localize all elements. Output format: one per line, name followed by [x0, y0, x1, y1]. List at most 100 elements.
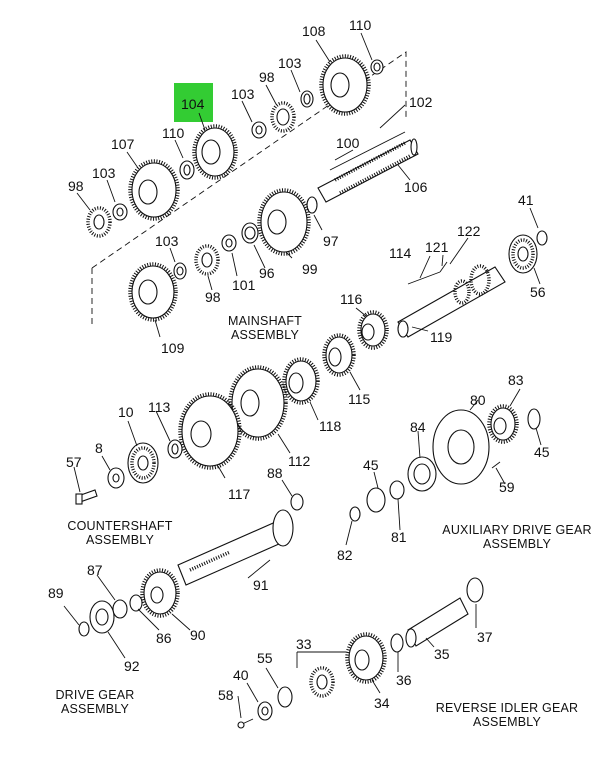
gear-90	[140, 568, 180, 618]
countershaft-119	[397, 264, 506, 338]
ring-41	[536, 230, 548, 246]
washer-110-b	[179, 160, 195, 180]
callout-117[interactable]: 117	[228, 486, 251, 502]
callout-110[interactable]: 110	[349, 17, 372, 33]
callout-55[interactable]: 55	[257, 650, 273, 666]
highlighted-part-box[interactable]	[174, 83, 213, 122]
callout-104[interactable]: 104	[181, 96, 205, 112]
callout-8[interactable]: 8	[95, 440, 103, 456]
callout-92[interactable]: 92	[124, 658, 140, 674]
gear-115	[322, 333, 356, 377]
callout-90[interactable]: 90	[190, 627, 206, 643]
callout-108[interactable]: 108	[302, 23, 326, 39]
housing-80	[432, 409, 490, 485]
callout-112[interactable]: 112	[288, 453, 311, 469]
callout-103[interactable]: 103	[92, 165, 116, 181]
callout-110[interactable]: 110	[162, 125, 185, 141]
callout-33[interactable]: 33	[296, 636, 312, 652]
callout-82[interactable]: 82	[337, 547, 353, 563]
callout-116[interactable]: 116	[340, 291, 363, 307]
ring-86	[129, 594, 143, 612]
bolt-58	[237, 718, 254, 729]
callout-87[interactable]: 87	[87, 562, 103, 578]
callout-34[interactable]: 34	[374, 695, 390, 711]
callout-107[interactable]: 107	[111, 136, 135, 152]
callout-86[interactable]: 86	[156, 630, 172, 646]
ring-37	[466, 577, 484, 603]
bearing-84	[407, 456, 437, 492]
callout-122[interactable]: 122	[457, 223, 481, 239]
callout-102[interactable]: 102	[409, 94, 433, 110]
callout-45[interactable]: 45	[363, 457, 379, 473]
callout-41[interactable]: 41	[518, 192, 534, 208]
callout-109[interactable]: 109	[161, 340, 185, 356]
callout-56[interactable]: 56	[530, 284, 546, 300]
washer-103-b	[251, 121, 267, 139]
callout-97[interactable]: 97	[323, 233, 339, 249]
callout-37[interactable]: 37	[477, 629, 493, 645]
callout-58[interactable]: 58	[218, 687, 234, 703]
callout-118[interactable]: 118	[319, 418, 342, 434]
callout-103[interactable]: 103	[155, 233, 179, 249]
gear-117	[178, 392, 242, 470]
callout-81[interactable]: 81	[391, 529, 407, 545]
callout-98[interactable]: 98	[68, 178, 84, 194]
pin-114	[407, 271, 441, 285]
washer-55	[277, 686, 293, 708]
callout-103[interactable]: 103	[278, 55, 302, 71]
callout-45[interactable]: 45	[534, 444, 550, 460]
callout-59[interactable]: 59	[499, 479, 515, 495]
washer-101	[221, 234, 237, 252]
callout-99[interactable]: 99	[302, 261, 318, 277]
gear-34	[345, 632, 387, 684]
gear-118	[282, 357, 320, 405]
key-121-122	[439, 261, 448, 273]
callout-57[interactable]: 57	[66, 454, 82, 470]
callout-88[interactable]: 88	[267, 465, 283, 481]
callout-98[interactable]: 98	[205, 289, 221, 305]
shaft-35	[405, 597, 469, 648]
callout-35[interactable]: 35	[434, 646, 450, 662]
callout-84[interactable]: 84	[410, 419, 426, 435]
callout-80[interactable]: 80	[470, 392, 486, 408]
callout-36[interactable]: 36	[396, 672, 412, 688]
ring-45-right	[527, 408, 541, 430]
gear-112	[228, 365, 288, 441]
callout-119[interactable]: 119	[430, 329, 453, 345]
callout-115[interactable]: 115	[348, 391, 371, 407]
washer-8	[107, 467, 125, 489]
callout-10[interactable]: 10	[118, 404, 134, 420]
callout-101[interactable]: 101	[232, 277, 256, 293]
callout-91[interactable]: 91	[253, 577, 269, 593]
washer-103-top	[300, 90, 314, 108]
gear-83	[487, 404, 519, 444]
callout-103[interactable]: 103	[231, 86, 255, 102]
callout-100[interactable]: 100	[336, 135, 360, 151]
gear-109	[128, 262, 178, 322]
ring-45-left	[366, 487, 386, 513]
callout-121[interactable]: 121	[425, 239, 449, 255]
callout-98[interactable]: 98	[259, 69, 275, 85]
callout-106[interactable]: 106	[404, 179, 428, 195]
drive-shaft-91	[177, 493, 304, 586]
callout-96[interactable]: 96	[259, 265, 275, 281]
callout-40[interactable]: 40	[233, 667, 249, 683]
gear-107	[128, 159, 180, 221]
ring-81	[389, 480, 405, 500]
callout-114[interactable]: 114	[389, 245, 412, 261]
washer-103-c	[112, 203, 128, 221]
ring-82	[349, 506, 361, 522]
bearing-10	[127, 442, 159, 484]
mainshaft-outline	[91, 51, 407, 325]
bearing-98-d	[194, 244, 220, 276]
callout-113[interactable]: 113	[148, 399, 171, 415]
callout-83[interactable]: 83	[508, 372, 524, 388]
washer-113	[167, 439, 183, 459]
gear-116	[357, 310, 389, 350]
callout-89[interactable]: 89	[48, 585, 64, 601]
